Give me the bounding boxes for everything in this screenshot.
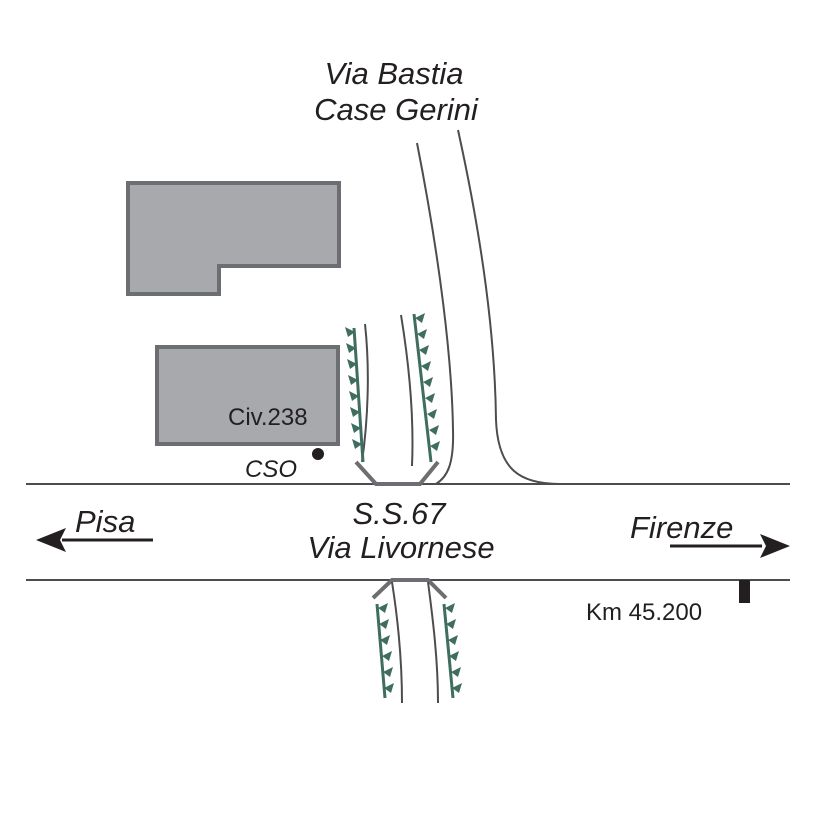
vegetation-bank-se [442, 603, 462, 699]
main-road-number-label: S.S.67 [352, 496, 447, 531]
ditch-north [354, 314, 440, 486]
arrow-right-icon [670, 534, 790, 558]
building-north [126, 181, 341, 296]
civic-number-label: Civ.238 [228, 404, 308, 431]
north-road-label-line2: Case Gerini [314, 92, 479, 127]
building-civ-238 [155, 345, 340, 446]
km-marker-label: Km 45.200 [586, 599, 702, 626]
ditch-south [371, 578, 448, 704]
filled-circle-icon [312, 448, 324, 460]
via-bastia-east-edge [457, 129, 561, 485]
east-direction-label: Firenze [630, 510, 733, 545]
west-direction-label: Pisa [75, 504, 135, 539]
vegetation-bank-ne [412, 313, 440, 463]
vegetation-bank-sw [375, 603, 394, 699]
main-road-name-label: Via Livornese [307, 530, 494, 565]
km-post-icon [739, 580, 750, 603]
vegetation-bank-nw [345, 327, 365, 463]
north-road-label-line1: Via Bastia [324, 56, 463, 91]
arrow-left-icon [36, 528, 153, 552]
site-marker-label: CSO [245, 456, 297, 483]
via-bastia-west-edge [416, 142, 455, 485]
